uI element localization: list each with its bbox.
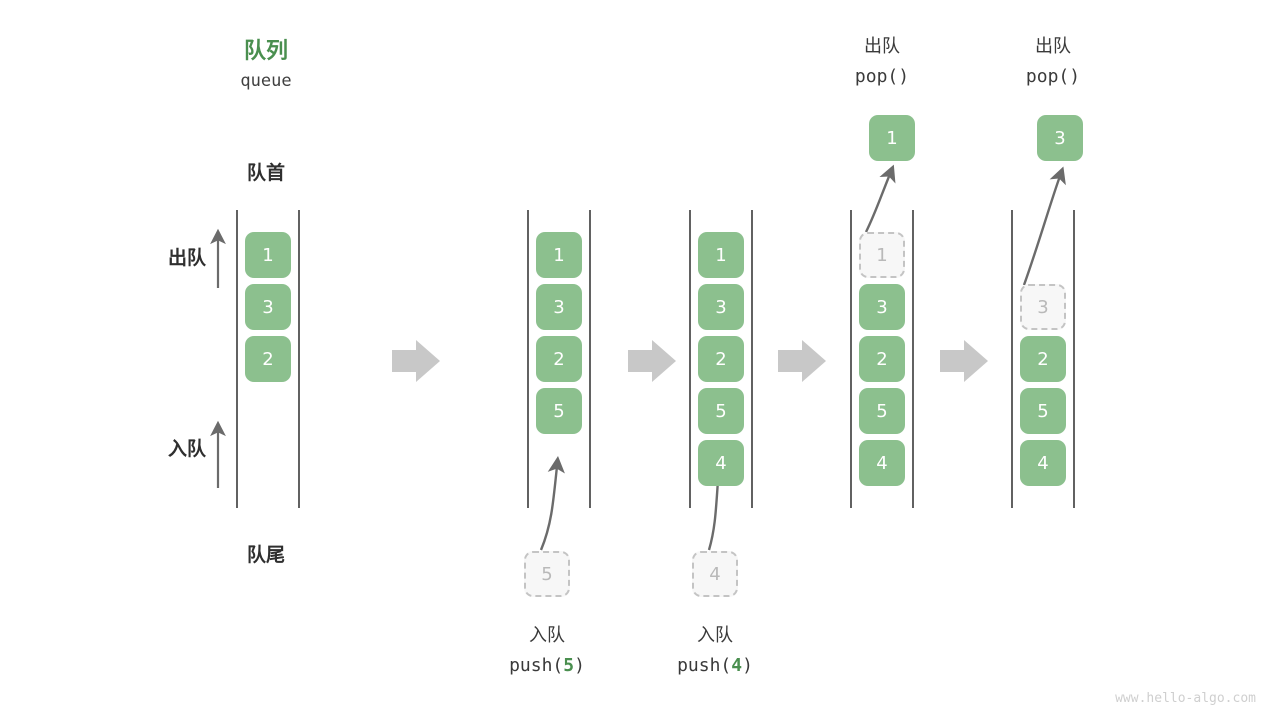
queue-cell: 2 [245, 336, 291, 382]
step-arrow-4 [940, 340, 988, 382]
queue-rear-label: 队尾 [246, 544, 285, 566]
step-arrow-3 [778, 340, 826, 382]
incoming-element-5: 5 [524, 551, 570, 597]
queue-cell: 3 [698, 284, 744, 330]
stage-pop-1: 1 3 2 5 4 [859, 232, 905, 532]
popped-element-1: 1 [869, 115, 915, 161]
queue-cell: 5 [859, 388, 905, 434]
stage-initial: 1 3 2 [245, 232, 291, 532]
queue-cell: 2 [859, 336, 905, 382]
push-5-code-prefix: push( [509, 655, 564, 676]
queue-cell: 1 [698, 232, 744, 278]
stage-push-5: 1 3 2 5 [536, 232, 582, 532]
step-arrow-2 [628, 340, 676, 382]
dequeue-direction-label: 出队 [167, 247, 206, 269]
pop-3-caption-code: pop() [1025, 66, 1081, 87]
queue-cell: 2 [698, 336, 744, 382]
queue-cell: 3 [859, 284, 905, 330]
stage-pop-3: 3 2 5 4 [1020, 232, 1066, 532]
push-5-caption-code: push(5) [481, 655, 613, 676]
push-4-code-suffix: ) [742, 655, 753, 676]
queue-cell: 2 [1020, 336, 1066, 382]
queue-cell: 5 [1020, 388, 1066, 434]
queue-cell-removed: 3 [1020, 284, 1066, 330]
push-4-caption-cn: 入队 [697, 625, 733, 646]
step-arrow-1 [392, 340, 440, 382]
incoming-element-4: 4 [692, 551, 738, 597]
queue-cell: 4 [698, 440, 744, 486]
stage-push-4: 1 3 2 5 4 [698, 232, 744, 532]
queue-cell-removed: 1 [859, 232, 905, 278]
queue-cell: 1 [536, 232, 582, 278]
queue-cell: 4 [859, 440, 905, 486]
pop-1-caption-code: pop() [854, 66, 910, 87]
push-4-code-value: 4 [731, 655, 743, 676]
queue-cell: 3 [536, 284, 582, 330]
push-4-caption-code: push(4) [649, 655, 781, 676]
popped-element-3: 3 [1037, 115, 1083, 161]
push-4-code-prefix: push( [677, 655, 732, 676]
push-5-code-suffix: ) [574, 655, 585, 676]
queue-cell: 4 [1020, 440, 1066, 486]
page-subtitle: queue [240, 71, 292, 91]
push-5-code-value: 5 [563, 655, 575, 676]
site-watermark: www.hello-algo.com [1115, 691, 1256, 706]
queue-cell: 2 [536, 336, 582, 382]
queue-front-label: 队首 [246, 162, 285, 184]
queue-rails [236, 210, 1075, 508]
pop-1-caption-cn: 出队 [864, 36, 900, 57]
pop-arrow-1 [864, 164, 896, 233]
queue-cell: 3 [245, 284, 291, 330]
queue-cell: 5 [698, 388, 744, 434]
queue-cell: 1 [245, 232, 291, 278]
pop-3-caption-cn: 出队 [1035, 36, 1071, 57]
push-5-caption-cn: 入队 [529, 625, 565, 646]
enqueue-direction-label: 入队 [167, 438, 206, 460]
page-title: 队列 [243, 39, 288, 64]
queue-cell: 5 [536, 388, 582, 434]
